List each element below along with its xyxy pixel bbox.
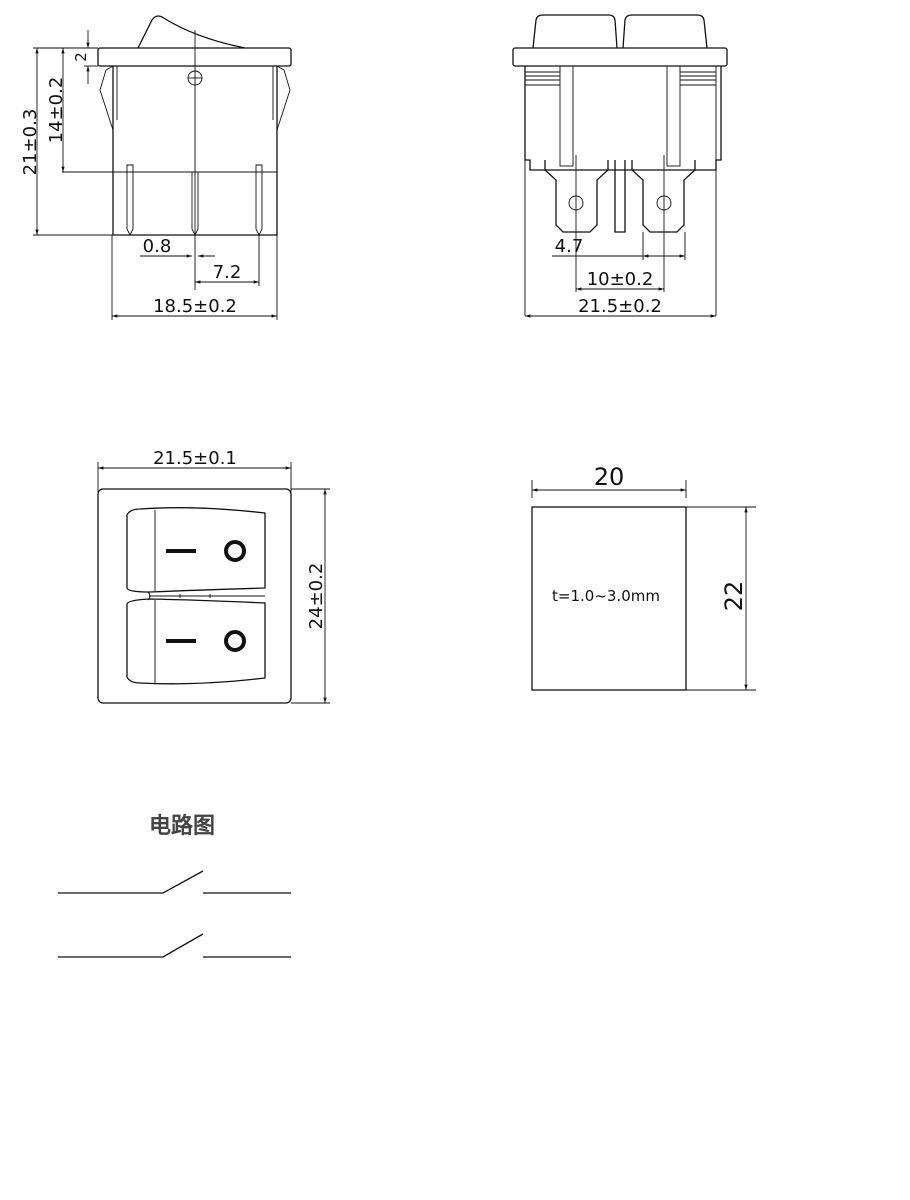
dim-width: 21.5±0.1 xyxy=(153,448,237,469)
left-clip xyxy=(99,65,118,131)
panel-cutout: 20 t=1.0~3.0mm 22 xyxy=(531,463,756,691)
dim-flange: 2 xyxy=(72,52,90,62)
dim-height-total: 21±0.3 xyxy=(20,109,41,176)
top-view: 21.5±0.1 24±0.2 xyxy=(97,448,330,704)
dim-width: 21.5±0.2 xyxy=(578,296,662,317)
dim-pin-pitch: 7.2 xyxy=(213,262,242,283)
dim-tab-width: 4.7 xyxy=(555,236,584,257)
rocker-profile xyxy=(137,15,246,49)
dim-tab-pitch: 10±0.2 xyxy=(587,269,654,290)
thickness-note: t=1.0~3.0mm xyxy=(552,587,660,605)
dim-cutout-height: 22 xyxy=(720,581,748,612)
rocker-top xyxy=(126,507,266,593)
rocker-bottom xyxy=(126,598,266,685)
switch-pole-1 xyxy=(58,870,291,894)
dim-height: 24±0.2 xyxy=(306,563,327,630)
dim-cutout-width: 20 xyxy=(594,463,625,491)
bezel xyxy=(97,488,292,704)
off-symbol-icon xyxy=(224,630,246,652)
flange xyxy=(97,47,292,67)
off-symbol-icon xyxy=(224,540,246,562)
switch-pole-2 xyxy=(58,933,291,958)
circuit-title: 电路图 xyxy=(149,813,215,839)
dim-height-body: 14±0.2 xyxy=(46,77,67,144)
dim-pin-thickness: 0.8 xyxy=(143,236,172,257)
right-clip xyxy=(272,65,291,131)
dim-width: 18.5±0.2 xyxy=(153,296,237,317)
cutout-rect xyxy=(531,506,687,691)
circuit-diagram: 电路图 xyxy=(58,813,291,958)
front-view: 4.7 10±0.2 21.5±0.2 xyxy=(512,14,728,318)
side-view: 21±0.3 14±0.2 2 0.8 7.2 18.5±0.2 xyxy=(20,15,292,320)
pins xyxy=(126,164,263,237)
